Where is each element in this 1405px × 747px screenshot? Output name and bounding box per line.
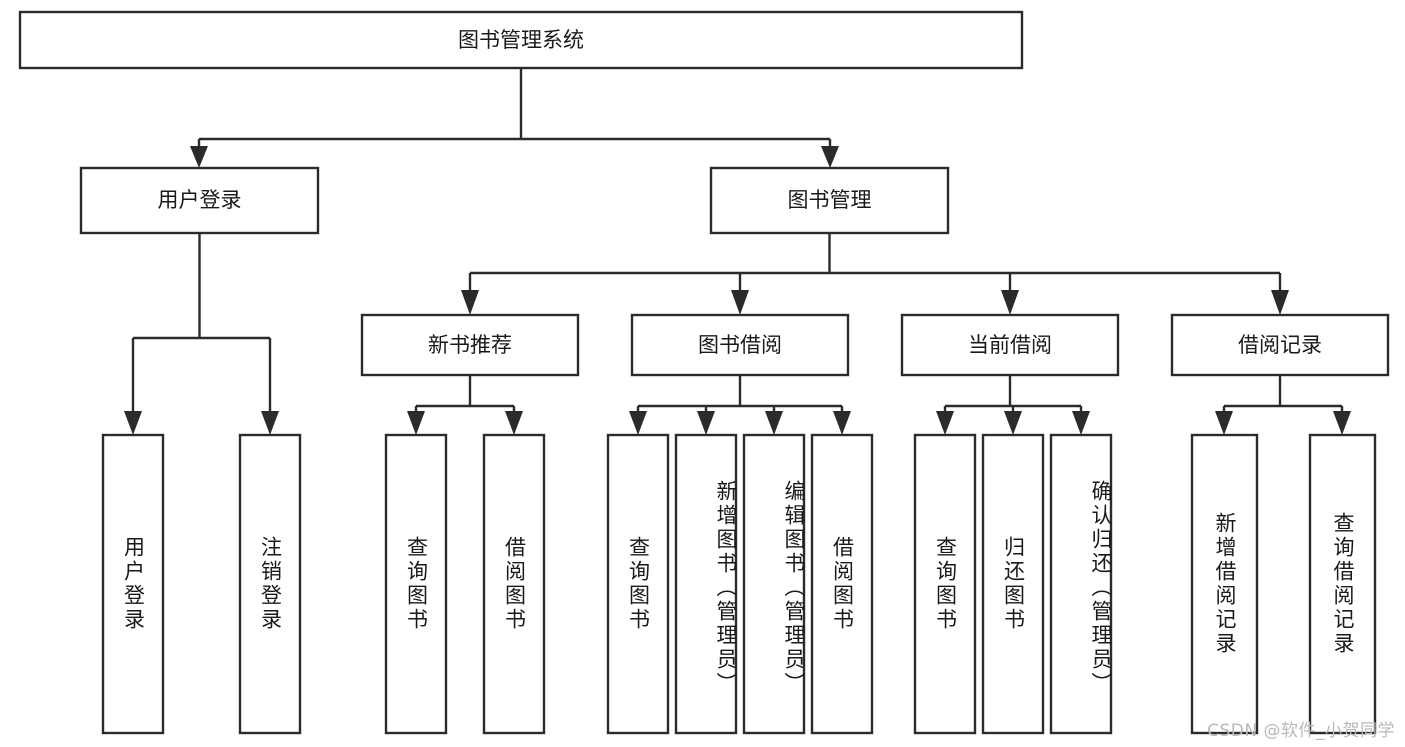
- arrowhead-to-borrow-record: [1271, 290, 1289, 315]
- arrowhead-to-leaf-cb-query-book: [936, 411, 954, 435]
- connector-bookmanage-to-level3: [468, 233, 1282, 298]
- node-new-book-rec[interactable]: 新书推荐: [360, 313, 580, 377]
- connector-borrowrecord-to-leaves: [1222, 375, 1344, 418]
- node-leaf-cb-confirm-return-box[interactable]: [1049, 433, 1113, 735]
- connector-userlogin-to-leaves: [131, 233, 272, 418]
- arrowhead-to-leaf-logout: [261, 411, 279, 435]
- node-book-borrow-label: 图书借阅: [698, 333, 782, 357]
- connector-bookborrow-to-leaves: [636, 375, 844, 418]
- node-user-login-box: [79, 166, 320, 235]
- node-leaf-br-add-record-box[interactable]: [1190, 433, 1259, 735]
- node-leaf-rec-query-book-box[interactable]: [384, 433, 448, 735]
- node-book-manage[interactable]: 图书管理: [709, 166, 950, 235]
- node-borrow-record[interactable]: 借阅记录: [1170, 313, 1390, 377]
- arrowhead-to-leaf-bb-edit-book: [765, 411, 783, 435]
- arrowhead-to-book-manage: [821, 146, 839, 168]
- arrowhead-to-leaf-bb-add-book: [697, 411, 715, 435]
- node-book-borrow[interactable]: 图书借阅: [630, 313, 850, 377]
- node-leaf-br-query-record-box[interactable]: [1308, 433, 1377, 735]
- node-leaf-bb-edit-book-box[interactable]: [742, 433, 806, 735]
- arrowhead-to-leaf-br-query-record: [1333, 411, 1351, 435]
- arrowhead-to-new-book-rec: [461, 290, 479, 315]
- arrowhead-to-leaf-rec-borrow-book: [505, 411, 523, 435]
- node-current-borrow-label: 当前借阅: [968, 333, 1052, 357]
- node-book-manage-label: 图书管理: [788, 188, 872, 212]
- node-book-borrow-box: [630, 313, 850, 377]
- node-user-login-label: 用户登录: [158, 188, 242, 212]
- arrowhead-to-leaf-bb-borrow-book: [833, 411, 851, 435]
- node-current-borrow-box: [900, 313, 1120, 377]
- leaf-boxes-group: [101, 433, 1377, 735]
- csdn-watermark: CSDN @软件_小贺同学: [1207, 721, 1395, 741]
- node-leaf-bb-add-book-box[interactable]: [674, 433, 738, 735]
- arrowhead-to-book-borrow: [731, 290, 749, 315]
- node-current-borrow[interactable]: 当前借阅: [900, 313, 1120, 377]
- connector-root-to-level2: [197, 68, 832, 156]
- arrowhead-to-user-login: [190, 146, 208, 168]
- node-borrow-record-label: 借阅记录: [1238, 333, 1322, 357]
- connector-newbookrec-to-leaves: [414, 375, 516, 418]
- node-leaf-cb-query-book-box[interactable]: [913, 433, 977, 735]
- arrowhead-to-leaf-bb-query-book: [629, 411, 647, 435]
- node-new-book-rec-label: 新书推荐: [428, 333, 512, 357]
- node-root-box: [18, 10, 1024, 70]
- arrowhead-to-current-borrow: [1001, 290, 1019, 315]
- node-book-manage-box: [709, 166, 950, 235]
- node-root-label: 图书管理系统: [458, 28, 584, 52]
- node-leaf-bb-query-book-box[interactable]: [606, 433, 670, 735]
- node-borrow-record-box: [1170, 313, 1390, 377]
- arrowhead-to-leaf-user-login: [124, 411, 142, 435]
- node-leaf-user-login-box[interactable]: [101, 433, 165, 735]
- node-new-book-rec-box: [360, 313, 580, 377]
- node-leaf-rec-borrow-book-box[interactable]: [482, 433, 546, 735]
- node-leaf-logout-box[interactable]: [238, 433, 302, 735]
- arrowheads-group: [124, 146, 1351, 435]
- arrowhead-to-leaf-rec-query-book: [407, 411, 425, 435]
- connectors-group: [131, 68, 1344, 418]
- node-leaf-cb-return-book-box[interactable]: [981, 433, 1045, 735]
- node-user-login[interactable]: 用户登录: [79, 166, 320, 235]
- node-root[interactable]: 图书管理系统: [18, 10, 1024, 70]
- arrowhead-to-leaf-br-add-record: [1215, 411, 1233, 435]
- node-leaf-bb-borrow-book-box[interactable]: [810, 433, 874, 735]
- arrowhead-to-leaf-cb-confirm-return: [1072, 411, 1090, 435]
- arrowhead-to-leaf-cb-return-book: [1004, 411, 1022, 435]
